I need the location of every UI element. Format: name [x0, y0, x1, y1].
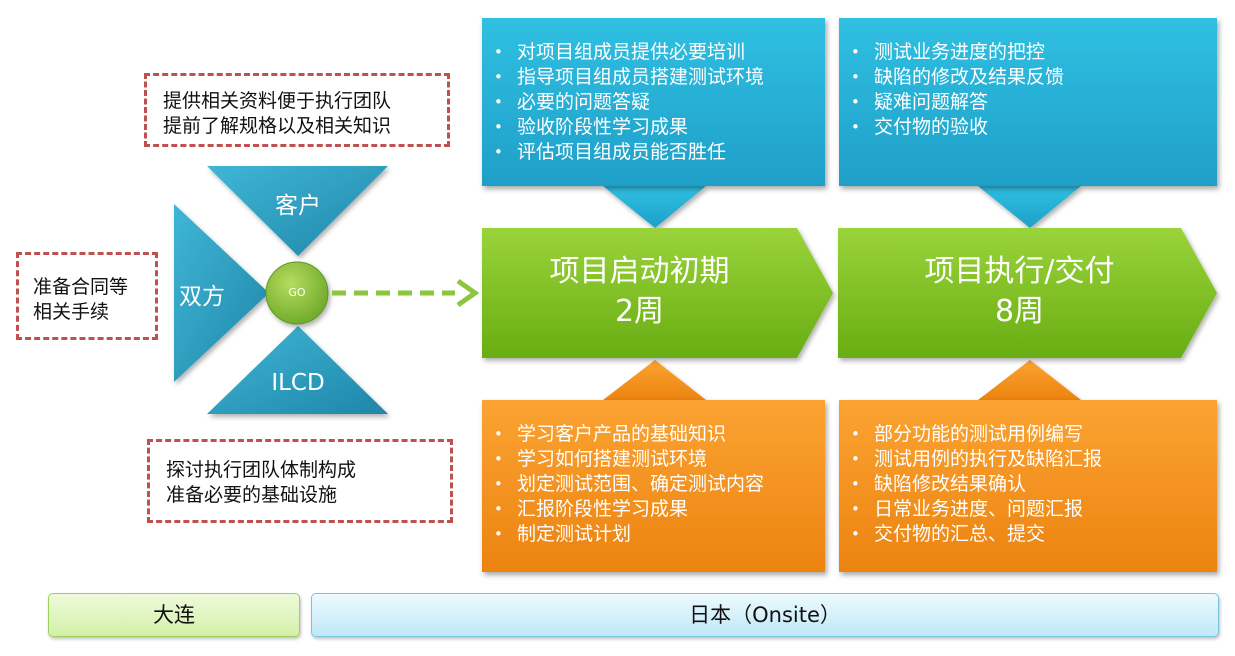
location-japan: 日本（Onsite）: [311, 593, 1219, 637]
list-item: 交付物的验收: [839, 115, 1217, 140]
phase1-duration: 2周: [614, 294, 665, 329]
list-item: 日常业务进度、问题汇报: [839, 497, 1217, 522]
note-left-line-2: 相关手续: [33, 301, 110, 323]
list-item: 缺陷的修改及结果反馈: [839, 65, 1217, 90]
customer-label: 客户: [275, 193, 321, 219]
list-item: 缺陷修改结果确认: [839, 472, 1217, 497]
ilcd-label: ILCD: [271, 370, 325, 396]
phase2-label: 项目执行/交付 8周: [838, 252, 1201, 332]
list-item: 学习如何搭建测试环境: [482, 447, 825, 472]
go-label: GO: [288, 286, 306, 299]
list-item: 疑难问题解答: [839, 90, 1217, 115]
list-item: 验收阶段性学习成果: [482, 115, 825, 140]
list-item: 必要的问题答疑: [482, 90, 825, 115]
note-bottom: 探讨执行团队体制构成 准备必要的基础设施: [147, 439, 453, 523]
list-item: 部分功能的测试用例编写: [839, 422, 1217, 447]
phase2-team-tasks: 部分功能的测试用例编写 测试用例的执行及缺陷汇报 缺陷修改结果确认 日常业务进度…: [839, 400, 1217, 572]
list-item: 制定测试计划: [482, 522, 825, 547]
note-top-line-1: 提供相关资料便于执行团队: [163, 90, 392, 112]
list-item: 学习客户产品的基础知识: [482, 422, 825, 447]
both-triangle: [174, 204, 269, 382]
phase2-customer-pointer: [978, 186, 1081, 228]
phase1-title: 项目启动初期: [549, 254, 730, 289]
phase2-title: 项目执行/交付: [924, 254, 1115, 289]
phase2-arrow: [838, 228, 1217, 358]
phase1-customer-pointer: [603, 186, 706, 228]
phase1-team-tasks: 学习客户产品的基础知识 学习如何搭建测试环境 划定测试范围、确定测试内容 汇报阶…: [482, 400, 825, 572]
phase2-customer-tasks: 测试业务进度的把控 缺陷的修改及结果反馈 疑难问题解答 交付物的验收: [839, 18, 1217, 186]
phase2-duration: 8周: [994, 294, 1045, 329]
note-left-line-1: 准备合同等: [33, 276, 129, 298]
list-item: 汇报阶段性学习成果: [482, 497, 825, 522]
list-item: 指导项目组成员搭建测试环境: [482, 65, 825, 90]
go-circle[interactable]: [265, 261, 329, 325]
location-dalian: 大连: [48, 593, 300, 637]
list-item: 对项目组成员提供必要培训: [482, 40, 825, 65]
phase1-customer-tasks: 对项目组成员提供必要培训 指导项目组成员搭建测试环境 必要的问题答疑 验收阶段性…: [482, 18, 825, 186]
note-bottom-line-2: 准备必要的基础设施: [166, 484, 338, 506]
list-item: 评估项目组成员能否胜任: [482, 140, 825, 165]
note-top: 提供相关资料便于执行团队 提前了解规格以及相关知识: [144, 73, 450, 147]
phase2-team-pointer: [978, 360, 1081, 400]
ilcd-triangle: [207, 326, 388, 414]
customer-triangle: [207, 166, 388, 256]
list-item: 划定测试范围、确定测试内容: [482, 472, 825, 497]
note-top-line-2: 提前了解规格以及相关知识: [163, 115, 392, 137]
note-left: 准备合同等 相关手续: [16, 252, 158, 340]
both-label: 双方: [179, 284, 225, 310]
phase1-label: 项目启动初期 2周: [482, 252, 797, 332]
list-item: 测试用例的执行及缺陷汇报: [839, 447, 1217, 472]
note-bottom-line-1: 探讨执行团队体制构成: [166, 459, 357, 481]
go-arrow-head-icon: [456, 278, 480, 308]
list-item: 测试业务进度的把控: [839, 40, 1217, 65]
list-item: 交付物的汇总、提交: [839, 522, 1217, 547]
phase1-arrow: [482, 228, 833, 358]
phase1-team-pointer: [603, 360, 706, 400]
